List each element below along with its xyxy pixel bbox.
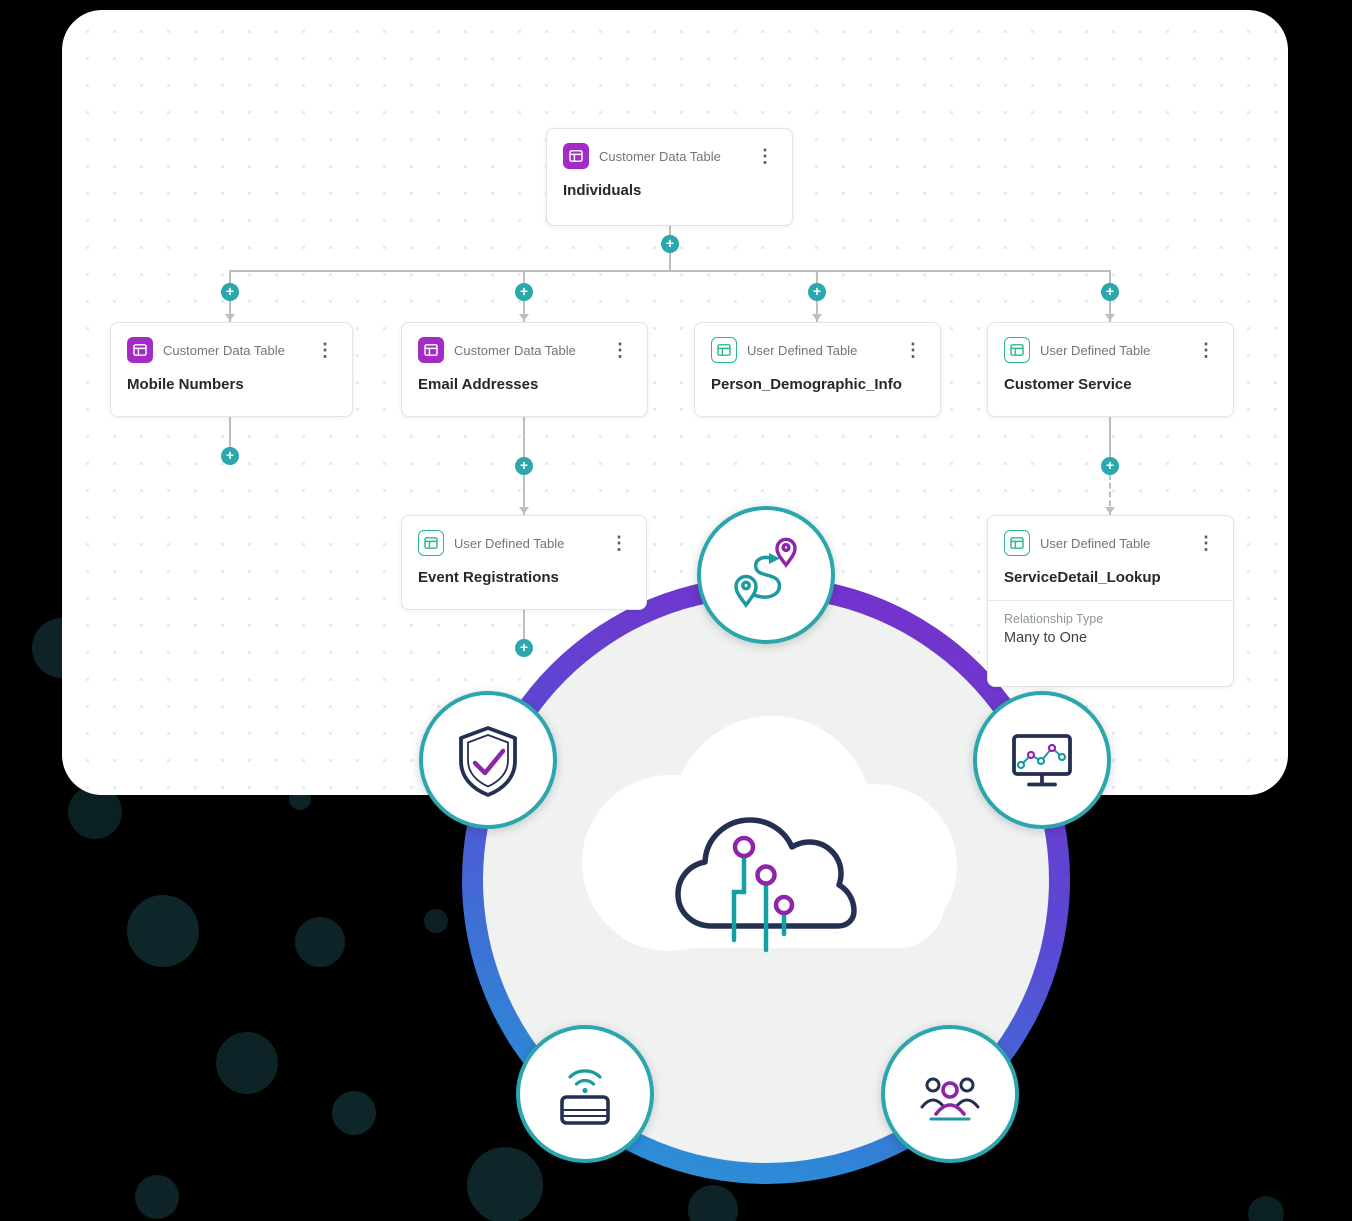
background-dot [688, 1185, 738, 1221]
shield-check-icon [459, 726, 517, 797]
node-servicedetail-lookup[interactable]: User Defined Table ⋮ ServiceDetail_Looku… [987, 515, 1234, 687]
node-email-addresses[interactable]: Customer Data Table ⋮ Email Addresses [401, 322, 648, 417]
customer-data-table-icon [127, 337, 153, 363]
node-title: Person_Demographic_Info [711, 376, 902, 393]
connector-line [1109, 417, 1111, 458]
node-title: Customer Service [1004, 376, 1132, 393]
terminal-wifi-icon [560, 1069, 610, 1125]
node-divider [988, 600, 1233, 601]
background-dot [467, 1147, 543, 1221]
kebab-menu-icon[interactable]: ⋮ [611, 340, 629, 360]
kebab-menu-icon[interactable]: ⋮ [756, 146, 774, 166]
node-type-label: User Defined Table [1040, 342, 1151, 358]
plus-connector-icon[interactable]: + [221, 283, 239, 301]
node-mobile-numbers[interactable]: Customer Data Table ⋮ Mobile Numbers [110, 322, 353, 417]
plus-connector-icon[interactable]: + [1101, 457, 1119, 475]
kebab-menu-icon[interactable]: ⋮ [1197, 340, 1215, 360]
feature-circle-journey [697, 506, 835, 644]
background-dot [127, 895, 199, 967]
plus-connector-icon[interactable]: + [661, 235, 679, 253]
background-dot [295, 917, 345, 967]
feature-circle-devices [516, 1025, 654, 1163]
feature-circle-audiences [881, 1025, 1019, 1163]
people-group-icon [920, 1077, 980, 1121]
connector-arrow-icon [1105, 507, 1115, 514]
kebab-menu-icon[interactable]: ⋮ [316, 340, 334, 360]
node-type-label: Customer Data Table [599, 148, 721, 164]
user-defined-table-icon [1004, 530, 1030, 556]
connector-arrow-icon [1105, 314, 1115, 321]
connector-line [523, 610, 525, 640]
customer-data-table-icon [563, 143, 589, 169]
plus-connector-icon[interactable]: + [221, 447, 239, 465]
connector-line [229, 270, 1111, 272]
node-type-label: Customer Data Table [454, 342, 576, 358]
background-dot [332, 1091, 376, 1135]
feature-circle-analytics [973, 691, 1111, 829]
node-person-demographic-info[interactable]: User Defined Table ⋮ Person_Demographic_… [694, 322, 941, 417]
feature-circle-security [419, 691, 557, 829]
node-title: Mobile Numbers [127, 376, 244, 393]
relationship-type-label: Relationship Type [1004, 612, 1104, 626]
background-dot [1248, 1196, 1284, 1221]
connector-line-dashed [1109, 474, 1111, 515]
cloud-ai-icon [550, 688, 990, 988]
node-type-label: User Defined Table [1040, 535, 1151, 551]
kebab-menu-icon[interactable]: ⋮ [610, 533, 628, 553]
node-type-label: Customer Data Table [163, 342, 285, 358]
background-dot [135, 1175, 179, 1219]
plus-connector-icon[interactable]: + [808, 283, 826, 301]
node-customer-service[interactable]: User Defined Table ⋮ Customer Service [987, 322, 1234, 417]
connector-line [229, 417, 231, 448]
node-type-label: User Defined Table [454, 535, 565, 551]
connector-arrow-icon [812, 314, 822, 321]
kebab-menu-icon[interactable]: ⋮ [1197, 533, 1215, 553]
kebab-menu-icon[interactable]: ⋮ [904, 340, 922, 360]
user-defined-table-icon [711, 337, 737, 363]
relationship-type-value: Many to One [1004, 630, 1088, 646]
user-defined-table-icon [1004, 337, 1030, 363]
background-dot [424, 909, 448, 933]
node-title: Individuals [563, 182, 642, 199]
user-defined-table-icon [418, 530, 444, 556]
background-dot [216, 1032, 278, 1094]
node-event-registrations[interactable]: User Defined Table ⋮ Event Registrations [401, 515, 647, 610]
plus-connector-icon[interactable]: + [1101, 283, 1119, 301]
connector-arrow-icon [225, 314, 235, 321]
node-title: Email Addresses [418, 376, 539, 393]
node-individuals[interactable]: Customer Data Table ⋮ Individuals [546, 128, 793, 226]
connector-arrow-icon [519, 314, 529, 321]
node-title: ServiceDetail_Lookup [1004, 569, 1161, 586]
plus-connector-icon[interactable]: + [515, 283, 533, 301]
plus-connector-icon[interactable]: + [515, 457, 533, 475]
customer-data-table-icon [418, 337, 444, 363]
node-title: Event Registrations [418, 569, 559, 586]
node-type-label: User Defined Table [747, 342, 858, 358]
journey-route-icon [734, 537, 797, 608]
plus-connector-icon[interactable]: + [515, 639, 533, 657]
connector-arrow-icon [519, 507, 529, 514]
analytics-monitor-icon [1012, 734, 1072, 787]
